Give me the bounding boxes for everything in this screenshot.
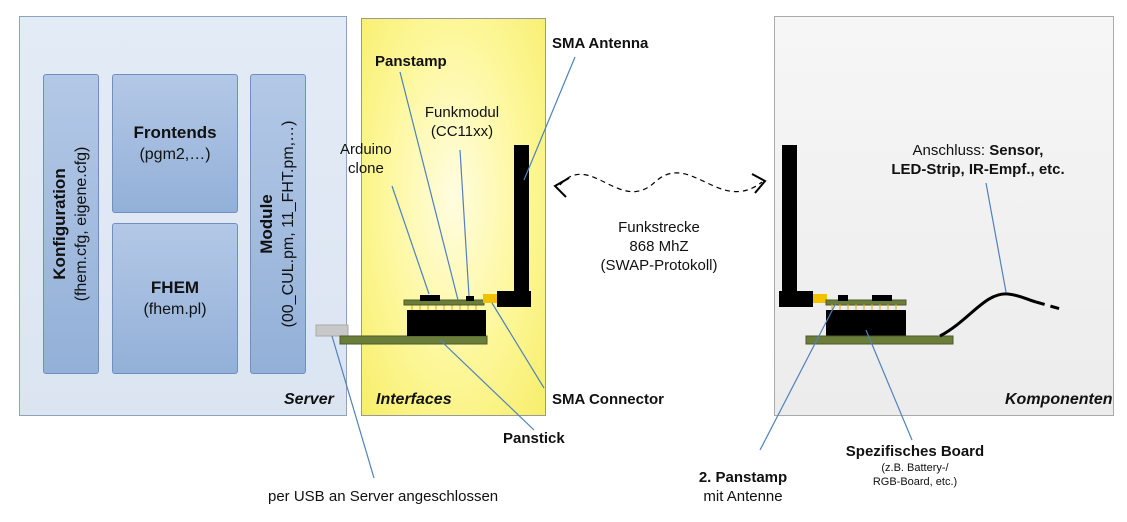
sma-antenna-label: SMA Antenna: [552, 35, 649, 52]
radio-arrow-right: [751, 173, 767, 194]
frontends-sub: (pgm2,…): [139, 145, 211, 163]
fhem-title: FHEM: [150, 277, 200, 297]
frontends-box: Frontends (pgm2,…): [112, 74, 238, 213]
specific-board-shape: [805, 335, 954, 345]
fhem-box: FHEM (fhem.pl): [112, 223, 238, 374]
leader-panstamp2: [759, 302, 837, 451]
antenna-shape: [514, 145, 529, 293]
sma-connector2-shape: [813, 294, 827, 303]
leader-board: [865, 329, 913, 441]
chip2b-shape: [872, 295, 892, 301]
anschluss-bold-1: Sensor,: [989, 142, 1044, 159]
anschluss-prefix: Anschluss:: [912, 142, 990, 159]
panstamp2-board-shape: [825, 299, 907, 306]
components-label: Komponenten: [1005, 391, 1113, 408]
cable-dashed-shape: [1035, 300, 1065, 312]
specific-board-body-shape: [826, 310, 906, 336]
panstamp2-line1: 2. Panstamp: [698, 469, 788, 486]
leader-funkmodul: [459, 149, 470, 297]
interfaces-label: Interfaces: [376, 391, 452, 408]
leader-sma-connector: [491, 302, 545, 389]
leader-panstamp: [399, 71, 459, 301]
konfiguration-box: Konfiguration(fhem.cfg, eigene.cfg): [43, 74, 99, 374]
arduino-line1: Arduino: [340, 141, 392, 158]
sma-connector-label: SMA Connector: [552, 391, 664, 408]
anschluss-bold-2: LED-Strip, IR-Empf., etc.: [891, 161, 1065, 178]
antenna2-shape: [782, 145, 797, 295]
leader-usb: [331, 335, 375, 479]
funk-line2: 868 MhZ: [629, 238, 689, 255]
radio-link-shape: [559, 172, 763, 193]
frontends-title: Frontends: [133, 122, 217, 142]
arduino-line2: clone: [348, 160, 384, 177]
funkmodul-line1: Funkmodul: [424, 104, 500, 121]
anschluss-label: Anschluss: Sensor, LED-Strip, IR-Empf., …: [862, 141, 1094, 179]
board-label: Spezifisches Board (z.B. Battery-/ RGB-B…: [820, 442, 1010, 489]
leader-panstick: [439, 339, 535, 431]
funkmodul-line2: (CC11xx): [430, 123, 494, 140]
funk-line3: (SWAP-Protokoll): [600, 257, 718, 274]
funk-line1: Funkstrecke: [618, 219, 700, 236]
leader-arduino: [391, 185, 430, 295]
module-box: Module(00_CUL.pm, 11_FHT.pm,…): [250, 74, 306, 374]
arduino-chip-shape: [420, 295, 440, 301]
sma-connector-shape: [483, 294, 497, 303]
board-sub-1: (z.B. Battery-/: [881, 462, 949, 474]
server-label: Server: [284, 391, 334, 408]
usb-plug-shape: [315, 324, 349, 337]
fhem-sub: (fhem.pl): [143, 300, 207, 318]
funkmodul-chip-shape: [466, 296, 474, 301]
antenna2-base-shape: [779, 291, 813, 307]
usb-label: per USB an Server angeschlossen: [268, 488, 499, 505]
leader-anschluss: [985, 182, 1007, 293]
board-sub-2: RGB-Board, etc.): [872, 476, 958, 488]
cable-shape: [939, 292, 1037, 338]
panstamp2-label: 2. Panstamp mit Antenne: [672, 468, 814, 506]
panstick-label: Panstick: [503, 430, 565, 447]
funkmodul-label: Funkmodul (CC11xx): [415, 103, 509, 141]
radio-arrow-left: [553, 177, 570, 198]
components-panel: [774, 16, 1114, 416]
arduino-body-shape: [407, 310, 486, 336]
panstamp2-line2: mit Antenne: [703, 488, 783, 505]
leader-sma-antenna: [523, 56, 576, 181]
panstick-board-shape: [339, 335, 488, 345]
panstamp-label: Panstamp: [375, 53, 447, 70]
antenna-base-shape: [497, 291, 531, 307]
chip2a-shape: [838, 295, 848, 301]
arduino-label: Arduino clone: [340, 140, 392, 178]
funkstrecke-label: Funkstrecke 868 MhZ (SWAP-Protokoll): [584, 218, 734, 275]
board-title: Spezifisches Board: [845, 443, 985, 460]
